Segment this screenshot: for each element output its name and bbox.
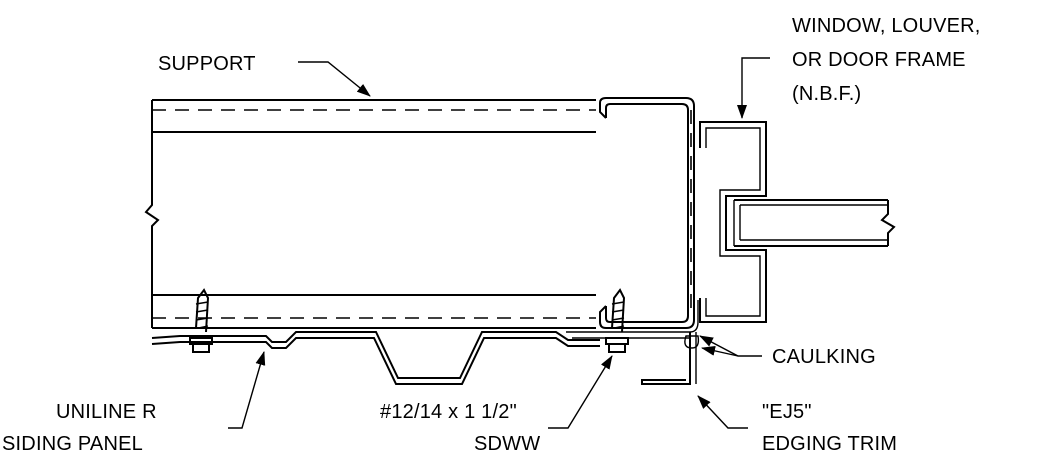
break-line-left bbox=[144, 100, 160, 328]
door-frame bbox=[699, 121, 896, 323]
trim-label-line1: "EJ5" bbox=[762, 401, 812, 423]
panel-label-line1: UNILINE R bbox=[56, 401, 157, 423]
fastener-label-line1: #12/14 x 1 1/2" bbox=[380, 401, 517, 423]
screw-left bbox=[189, 288, 213, 353]
frame-label-line1: WINDOW, LOUVER, bbox=[792, 15, 981, 37]
siding-panel bbox=[151, 300, 699, 385]
c-channel bbox=[599, 97, 695, 329]
break-line-right bbox=[880, 200, 896, 246]
support-member bbox=[144, 99, 596, 329]
frame-label-line2: OR DOOR FRAME bbox=[792, 49, 966, 71]
leaders bbox=[228, 57, 770, 429]
fastener-label-line2: SDWW bbox=[474, 433, 540, 455]
frame-label-line3: (N.B.F.) bbox=[792, 83, 861, 105]
edging-trim bbox=[641, 332, 700, 385]
caulking-label: CAULKING bbox=[772, 346, 876, 368]
panel-label-line2: SIDING PANEL bbox=[2, 433, 143, 455]
screw-right bbox=[605, 288, 629, 353]
support-label: SUPPORT bbox=[158, 53, 256, 75]
trim-label-line2: EDGING TRIM bbox=[762, 433, 897, 455]
